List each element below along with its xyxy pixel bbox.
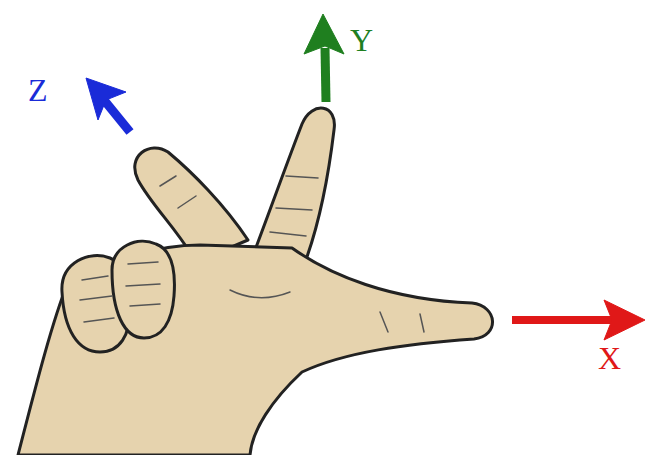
knuckle-lines (80, 176, 424, 332)
curled-finger (112, 241, 174, 338)
hand (18, 108, 493, 455)
axis-label: Y (350, 24, 373, 56)
palm (18, 245, 493, 455)
x-axis-arrow (512, 300, 645, 340)
axis-label: Z (28, 74, 48, 106)
z-axis-arrow (86, 78, 130, 132)
axis-label: X (598, 342, 621, 374)
y-axis-arrow (304, 14, 344, 102)
index-finger (252, 108, 334, 265)
